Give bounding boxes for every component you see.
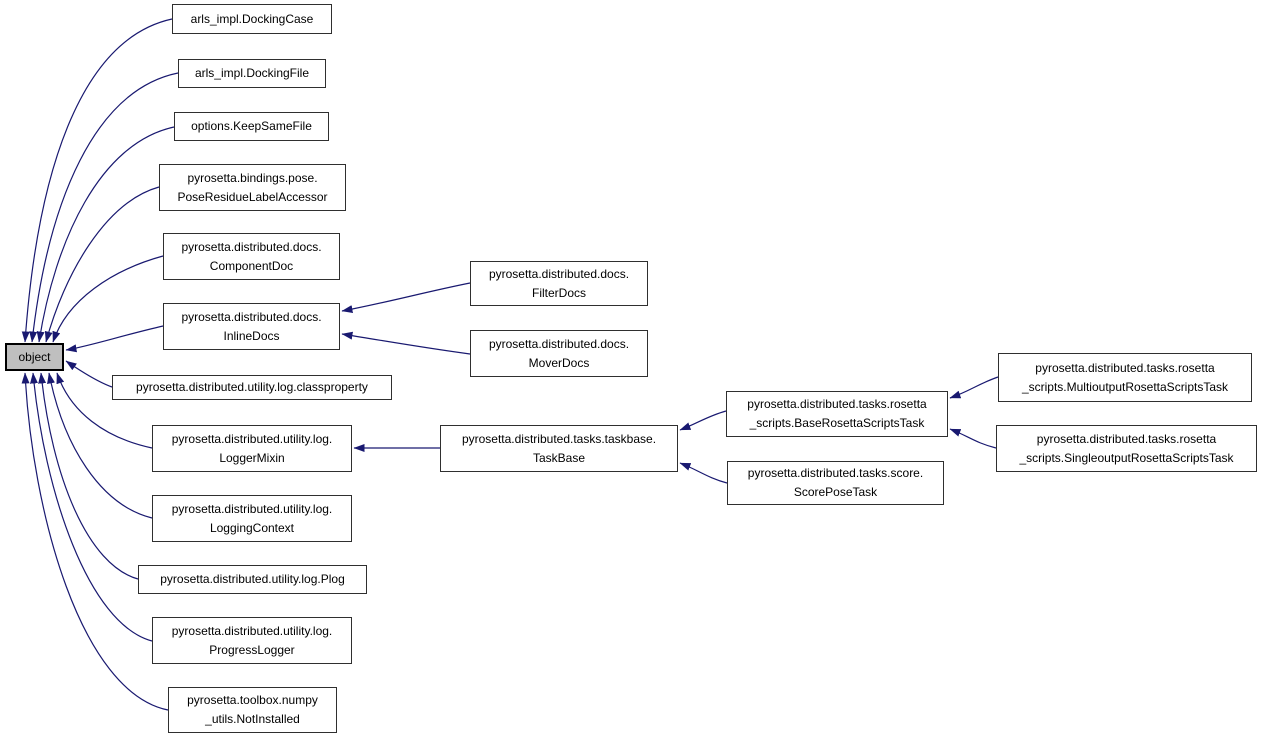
node-multioutputrosettascriptstask[interactable]: pyrosetta.distributed.tasks.rosetta _scr… bbox=[998, 353, 1252, 402]
node-object: object bbox=[5, 343, 64, 371]
node-label: arls_impl.DockingCase bbox=[190, 11, 314, 26]
node-label-line2: PoseResidueLabelAccessor bbox=[177, 189, 328, 204]
edge-classproperty-to-object bbox=[65, 360, 113, 388]
node-label: options.KeepSameFile bbox=[191, 119, 312, 133]
node-label: pyrosetta.distributed.utility.log.Plog bbox=[160, 572, 345, 586]
node-componentdoc[interactable]: pyrosetta.distributed.docs. ComponentDoc bbox=[163, 233, 340, 280]
node-label-line1: pyrosetta.distributed.tasks.rosetta bbox=[1035, 360, 1215, 375]
edge-filterdocs-to-inlinedocs bbox=[341, 282, 471, 314]
edge-loggingcontext-to-object bbox=[47, 372, 153, 519]
node-arls-impl-dockingcase[interactable]: arls_impl.DockingCase bbox=[172, 4, 332, 34]
node-object-label: object bbox=[18, 349, 51, 364]
node-inlinedocs[interactable]: pyrosetta.distributed.docs. InlineDocs bbox=[163, 303, 340, 350]
node-label-line2: InlineDocs bbox=[223, 328, 280, 343]
node-label-line2: TaskBase bbox=[532, 450, 586, 465]
node-label-line1: pyrosetta.distributed.utility.log. bbox=[171, 431, 333, 446]
node-label-line1: pyrosetta.distributed.utility.log. bbox=[171, 501, 333, 516]
edge-poseresiduelabelaccessor-to-object bbox=[44, 186, 160, 343]
node-label-line1: pyrosetta.bindings.pose. bbox=[187, 170, 318, 185]
node-label-line1: pyrosetta.distributed.docs. bbox=[181, 239, 322, 254]
edge-baserosettascriptstask-to-taskbase bbox=[679, 410, 727, 431]
node-label-line2: _scripts.BaseRosettaScriptsTask bbox=[749, 416, 925, 430]
node-label-line1: pyrosetta.distributed.docs. bbox=[181, 309, 322, 324]
node-label-line2: ProgressLogger bbox=[209, 642, 295, 657]
node-label-line2: LoggingContext bbox=[209, 520, 295, 535]
edge-singleoutput-to-baserosettascriptstask bbox=[949, 428, 997, 449]
node-label-line2: FilterDocs bbox=[531, 285, 586, 300]
node-label-line2: ScorePoseTask bbox=[793, 485, 878, 499]
node-loggermixin[interactable]: pyrosetta.distributed.utility.log. Logge… bbox=[152, 425, 352, 472]
node-filterdocs[interactable]: pyrosetta.distributed.docs. FilterDocs bbox=[470, 261, 648, 306]
node-baserosettascriptstask[interactable]: pyrosetta.distributed.tasks.rosetta _scr… bbox=[726, 391, 948, 437]
edge-componentdoc-to-object bbox=[52, 255, 164, 343]
edge-dockingfile-to-object bbox=[29, 72, 179, 343]
node-label-line1: pyrosetta.distributed.tasks.taskbase. bbox=[461, 431, 657, 446]
node-label-line1: pyrosetta.distributed.tasks.rosetta bbox=[747, 397, 927, 411]
node-label-line2: _utils.NotInstalled bbox=[205, 712, 300, 726]
node-label: arls_impl.DockingFile bbox=[194, 66, 310, 80]
node-taskbase[interactable]: pyrosetta.distributed.tasks.taskbase. Ta… bbox=[440, 425, 678, 472]
node-poseresiduelabelaccessor[interactable]: pyrosetta.bindings.pose. PoseResidueLabe… bbox=[159, 164, 346, 211]
edge-keepsamefile-to-object bbox=[36, 126, 175, 343]
edge-loggermixin-to-object bbox=[56, 372, 153, 449]
node-label-line1: pyrosetta.distributed.tasks.rosetta bbox=[1036, 431, 1217, 446]
node-label: pyrosetta.distributed.utility.log.classp… bbox=[136, 380, 368, 394]
node-scoreposetask[interactable]: pyrosetta.distributed.tasks.score. Score… bbox=[727, 461, 944, 505]
node-plog[interactable]: pyrosetta.distributed.utility.log.Plog bbox=[138, 565, 367, 594]
node-label-line2: _scripts.SingleoutputRosettaScriptsTask bbox=[1019, 450, 1234, 465]
edge-scoreposetask-to-taskbase bbox=[679, 462, 728, 484]
node-progresslogger[interactable]: pyrosetta.distributed.utility.log. Progr… bbox=[152, 617, 352, 664]
edge-notinstalled-to-object bbox=[21, 372, 169, 711]
edge-multioutput-to-baserosettascriptstask bbox=[949, 376, 999, 399]
edge-dockingcase-to-object bbox=[21, 18, 173, 343]
node-label-line2: ComponentDoc bbox=[209, 258, 294, 273]
edge-plog-to-object bbox=[38, 372, 139, 580]
edge-progresslogger-to-object bbox=[30, 372, 153, 642]
node-loggingcontext[interactable]: pyrosetta.distributed.utility.log. Loggi… bbox=[152, 495, 352, 542]
node-label-line1: pyrosetta.distributed.docs. bbox=[488, 336, 630, 351]
node-arls-impl-dockingfile[interactable]: arls_impl.DockingFile bbox=[178, 59, 326, 88]
node-classproperty[interactable]: pyrosetta.distributed.utility.log.classp… bbox=[112, 375, 392, 400]
node-label-line2: _scripts.MultioutputRosettaScriptsTask bbox=[1021, 379, 1229, 394]
node-label-line1: pyrosetta.distributed.docs. bbox=[488, 266, 630, 281]
node-label-line2: MoverDocs bbox=[528, 355, 590, 370]
node-singleoutputrosettascriptstask[interactable]: pyrosetta.distributed.tasks.rosetta _scr… bbox=[996, 425, 1257, 472]
node-label-line1: pyrosetta.distributed.utility.log. bbox=[171, 623, 333, 638]
node-label-line1: pyrosetta.distributed.tasks.score. bbox=[747, 466, 924, 480]
node-label-line2: LoggerMixin bbox=[219, 450, 285, 465]
node-moverdocs[interactable]: pyrosetta.distributed.docs. MoverDocs bbox=[470, 330, 648, 377]
edge-inlinedocs-to-object bbox=[65, 325, 164, 353]
node-label-line1: pyrosetta.toolbox.numpy bbox=[187, 693, 318, 707]
node-notinstalled[interactable]: pyrosetta.toolbox.numpy _utils.NotInstal… bbox=[168, 687, 337, 733]
edge-moverdocs-to-inlinedocs bbox=[341, 331, 471, 355]
node-options-keepsamefile[interactable]: options.KeepSameFile bbox=[174, 112, 329, 141]
